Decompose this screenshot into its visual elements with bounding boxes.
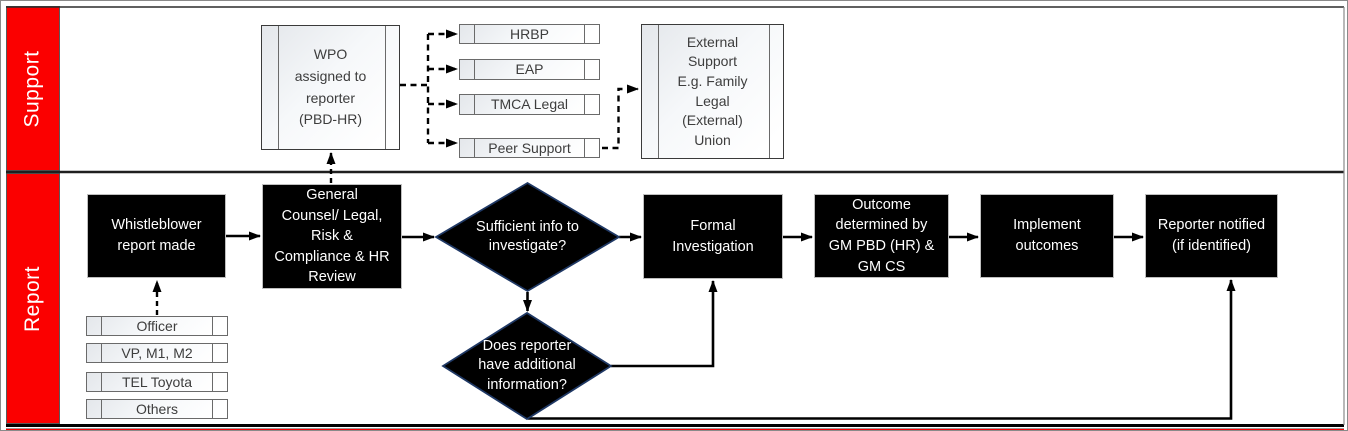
- node-reporter-notified: Reporter notified (if identified): [1145, 194, 1278, 278]
- node-source-others: Others: [86, 399, 228, 419]
- node-general-counsel-review: General Counsel/ Legal, Risk & Complianc…: [262, 184, 402, 289]
- lane-label-support: Support: [6, 6, 60, 171]
- node-source-vp-m1-m2: VP, M1, M2: [86, 343, 228, 363]
- node-whistleblower-report: Whistleblower report made: [87, 194, 226, 278]
- lane-label-report: Report: [6, 173, 60, 424]
- dashed-wpo-branch-trunk: [400, 34, 430, 143]
- dashed-arrow-peer-to-external: [602, 84, 639, 150]
- node-implement-outcomes: Implement outcomes: [980, 194, 1114, 278]
- node-channel-hrbp: HRBP: [459, 24, 600, 44]
- node-source-tel-toyota: TEL Toyota: [86, 372, 228, 392]
- node-channel-eap: EAP: [459, 59, 600, 80]
- node-external-support: External Support E.g. Family Legal (Exte…: [641, 24, 784, 159]
- arrow-additional-to-notified: [528, 279, 1236, 420]
- node-formal-investigation: Formal Investigation: [643, 194, 783, 279]
- node-channel-tmca-legal: TMCA Legal: [459, 94, 600, 115]
- next-lane-strip: [6, 428, 1344, 430]
- node-outcome-determined: Outcome determined by GM PBD (HR) & GM C…: [814, 194, 949, 278]
- node-wpo-assigned: WPO assigned to reporter (PBD-HR): [261, 25, 400, 150]
- arrow-additional-to-formal: [611, 280, 718, 368]
- lane-label-support-text: Support: [21, 49, 44, 128]
- decision-sufficient-info-text: Sufficient info to investigate?: [476, 218, 579, 254]
- lane-label-report-text: Report: [21, 265, 44, 332]
- node-channel-peer-support: Peer Support: [459, 138, 600, 158]
- decision-additional-info-text: Does reporter have additional informatio…: [478, 338, 576, 393]
- node-source-officer: Officer: [86, 316, 228, 336]
